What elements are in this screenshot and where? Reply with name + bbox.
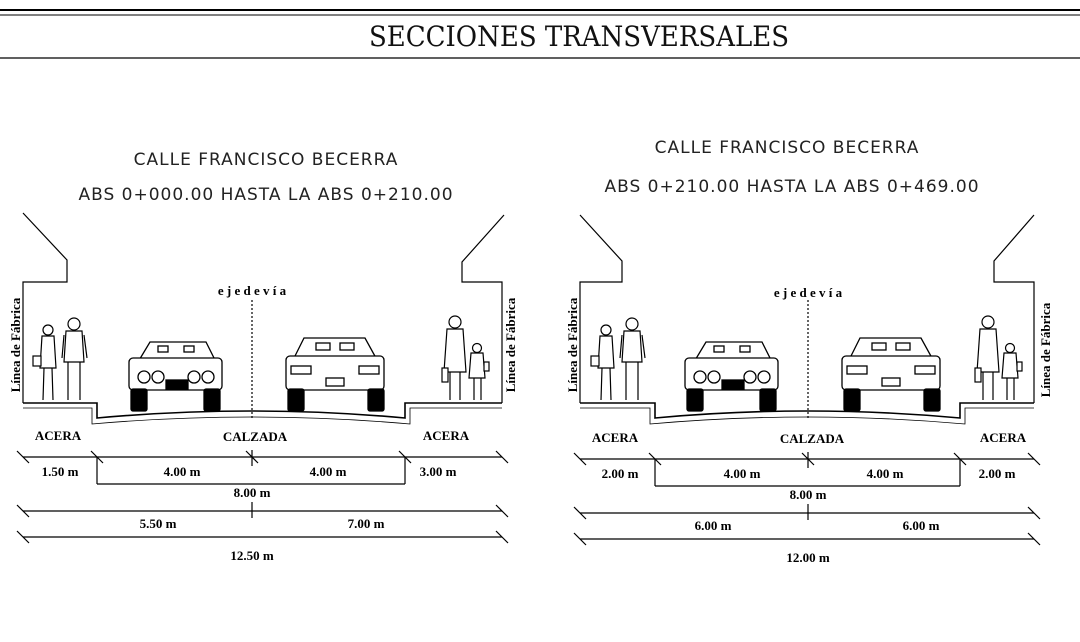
dimension-row-2 (16, 502, 509, 518)
car-front-view-left-icon (684, 341, 779, 412)
car-rear-view-right-icon (841, 337, 941, 412)
car-front-view-left-icon (128, 341, 223, 412)
right-line-label: Línea de Fábrica (503, 297, 518, 392)
right-sidewalk-width: 2.00 m (979, 466, 1016, 481)
left-sidewalk-width: 1.50 m (42, 464, 79, 479)
left-sidewalk-width: 2.00 m (602, 466, 639, 481)
cross-section-1: CALLE FRANCISCO BECERRA ABS 0+000.00 HAS… (8, 150, 518, 563)
left-zone-label: ACERA (35, 428, 82, 443)
cross-section-2: CALLE FRANCISCO BECERRA ABS 0+210.00 HAS… (565, 138, 1053, 565)
pedestrian-pair-left-icon (32, 317, 88, 401)
pedestrian-pair-right-icon (974, 315, 1023, 400)
right-zone-label: ACERA (980, 430, 1027, 445)
dimension-row-2 (573, 504, 1041, 520)
left-zone-label: ACERA (592, 430, 639, 445)
street-name: CALLE FRANCISCO BECERRA (134, 150, 399, 170)
center-zone-label: CALZADA (780, 431, 845, 446)
dimension-row-3 (573, 532, 1041, 546)
axis-label: e j e d e v í a (218, 283, 287, 298)
right-building-outline (993, 214, 1035, 403)
left-line-label: Línea de Fábrica (565, 297, 580, 392)
street-name: CALLE FRANCISCO BECERRA (655, 138, 920, 158)
dimension-row-1 (573, 452, 1041, 487)
right-lane-width: 4.00 m (310, 464, 347, 479)
ground-profile (580, 402, 1034, 419)
page-title: SECCIONES TRANSVERSALES (369, 20, 789, 53)
left-building-outline (579, 214, 623, 403)
station-range: ABS 0+000.00 HASTA LA ABS 0+210.00 (78, 185, 453, 205)
right-line-label: Línea de Fábrica (1038, 302, 1053, 397)
total-width: 12.00 m (786, 550, 830, 565)
center-zone-label: CALZADA (223, 429, 288, 444)
left-line-label: Línea de Fábrica (8, 297, 23, 392)
half-width-left: 6.00 m (695, 518, 732, 533)
roadway-width: 8.00 m (790, 487, 827, 502)
half-width-right: 7.00 m (348, 516, 385, 531)
car-rear-view-right-icon (285, 337, 385, 412)
half-width-right: 6.00 m (903, 518, 940, 533)
total-width: 12.50 m (230, 548, 274, 563)
left-lane-width: 4.00 m (724, 466, 761, 481)
left-lane-width: 4.00 m (164, 464, 201, 479)
right-zone-label: ACERA (423, 428, 470, 443)
station-range: ABS 0+210.00 HASTA LA ABS 0+469.00 (604, 177, 979, 197)
pedestrian-pair-left-icon (590, 317, 646, 401)
dimension-row-1 (16, 450, 509, 485)
axis-label: e j e d e v í a (774, 285, 843, 300)
right-lane-width: 4.00 m (867, 466, 904, 481)
right-building-outline (461, 214, 505, 403)
half-width-left: 5.50 m (140, 516, 177, 531)
ground-profile (23, 402, 502, 419)
roadway-width: 8.00 m (234, 485, 271, 500)
pedestrian-pair-right-icon (441, 315, 490, 400)
dimension-row-3 (16, 530, 509, 544)
left-building-outline (22, 212, 68, 403)
right-sidewalk-width: 3.00 m (420, 464, 457, 479)
